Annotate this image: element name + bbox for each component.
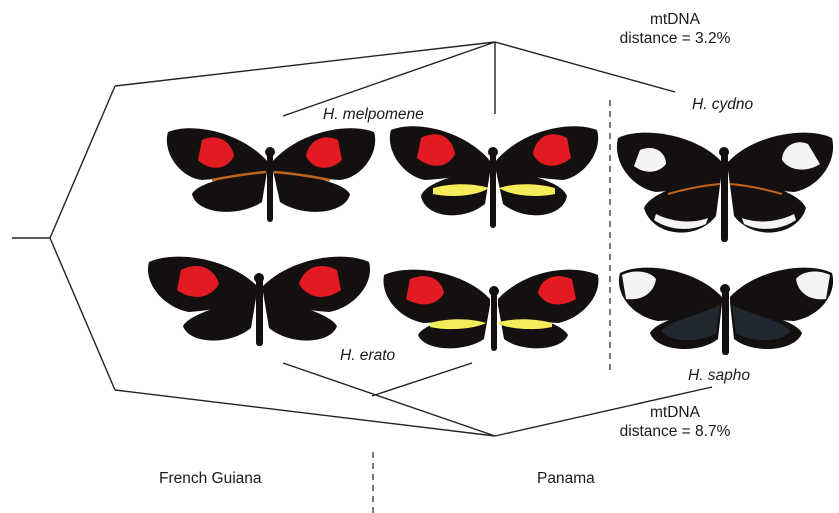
species-label-melpomene: H. melpomene: [323, 105, 424, 124]
region-label-french-guiana: French Guiana: [159, 469, 262, 488]
butterfly-erato-panama: [380, 245, 602, 355]
bottom-distance-label: mtDNA distance = 8.7%: [595, 403, 755, 441]
tree-branch-lower: [50, 238, 115, 390]
erato-branch-fg: [283, 363, 495, 436]
species-label-cydno: H. cydno: [692, 95, 753, 114]
butterfly-sapho: [614, 243, 838, 358]
top-distance-line1: mtDNA: [600, 10, 750, 29]
species-label-erato: H. erato: [340, 346, 395, 365]
erato-clade-root-branch: [115, 390, 495, 436]
bottom-distance-line1: mtDNA: [595, 403, 755, 422]
tree-branch-upper: [50, 86, 115, 238]
bottom-distance-line2: distance = 8.7%: [595, 422, 755, 441]
region-label-panama: Panama: [537, 469, 595, 488]
top-distance-label: mtDNA distance = 3.2%: [600, 10, 750, 48]
species-label-sapho: H. sapho: [688, 366, 750, 385]
cydno-branch: [495, 42, 675, 92]
melpomene-clade-root-branch: [115, 42, 495, 86]
erato-subclade-node: [372, 363, 472, 396]
butterfly-cydno: [612, 104, 838, 254]
top-distance-line2: distance = 3.2%: [600, 29, 750, 48]
butterfly-erato-french-guiana: [143, 228, 375, 348]
